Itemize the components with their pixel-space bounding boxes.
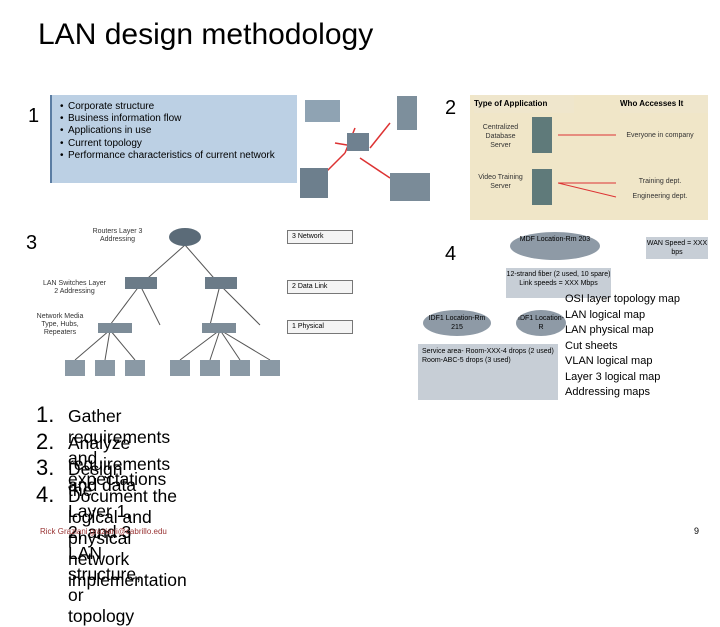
step-number: 2. bbox=[36, 428, 55, 454]
pc-icon bbox=[170, 360, 190, 376]
server-icon bbox=[532, 169, 552, 205]
step-number: 3. bbox=[36, 455, 55, 480]
requirement-item: Business information flow bbox=[60, 113, 297, 125]
idf-node: IDF1 Location-Rm 215 bbox=[423, 310, 491, 336]
wan-box: WAN Speed = XXX bps bbox=[646, 237, 708, 259]
router-icon bbox=[169, 228, 201, 246]
footer-author: Rick Graziani graziani@cabrillo.edu bbox=[40, 527, 167, 536]
computer-icon bbox=[347, 133, 369, 151]
media-label: Network Media Type, Hubs, Repeaters bbox=[36, 313, 84, 336]
documentation-diagram: MDF Location-Rm 203 WAN Speed = XXX bps … bbox=[418, 232, 713, 400]
switch-icon bbox=[125, 277, 157, 289]
requirement-item: Corporate structure bbox=[60, 101, 297, 113]
layer-1-box: 1 Physical bbox=[287, 320, 353, 334]
pc-icon bbox=[65, 360, 85, 376]
pc-icon bbox=[260, 360, 280, 376]
switches-label: LAN Switches Layer 2 Addressing bbox=[42, 280, 107, 295]
pc-icon bbox=[230, 360, 250, 376]
server-icon bbox=[397, 96, 417, 130]
documentation-list: OSI layer topology map LAN logical map L… bbox=[565, 292, 680, 401]
doc-item: Layer 3 logical map bbox=[565, 370, 661, 383]
requirements-box: Corporate structure Business information… bbox=[50, 95, 297, 183]
step-number: 4. bbox=[36, 481, 55, 507]
access-group: Engineering dept. bbox=[632, 193, 688, 200]
network-devices-illustration bbox=[300, 96, 430, 201]
step-text: Gather requirements and expectations bbox=[68, 406, 171, 489]
application-table: Type of Application Who Accesses It Cent… bbox=[470, 95, 708, 220]
layer-3-box: 3 Network bbox=[287, 230, 353, 244]
doc-item: VLAN logical map bbox=[565, 355, 653, 367]
hub-icon bbox=[202, 323, 236, 333]
requirement-item: Performance characteristics of current n… bbox=[60, 150, 297, 162]
switch-icon bbox=[205, 277, 237, 289]
fiber-box: 12-strand fiber (2 used, 10 spare) Link … bbox=[506, 268, 611, 298]
workstation-icon bbox=[390, 173, 430, 201]
step-text: Document the logical and physical networ… bbox=[68, 485, 187, 590]
idf-node: IDF1 Location-R bbox=[516, 310, 566, 336]
access-group: Everyone in company bbox=[626, 132, 694, 139]
step-number-4: 4 bbox=[445, 243, 457, 265]
layer-2-box: 2 Data Link bbox=[287, 280, 353, 294]
service-area-box: Service area- Room-XXX-4 drops (2 used) … bbox=[418, 344, 558, 400]
doc-item: Addressing maps bbox=[565, 386, 650, 398]
step-number-3: 3 bbox=[26, 232, 38, 254]
doc-item: Cut sheets bbox=[565, 339, 618, 352]
pc-icon bbox=[95, 360, 115, 376]
step-text: Analyze requirements and data bbox=[68, 432, 171, 495]
doc-item: LAN logical map bbox=[565, 308, 646, 321]
pc-icon bbox=[200, 360, 220, 376]
requirement-item: Current topology bbox=[60, 138, 297, 150]
topology-diagram bbox=[65, 228, 280, 376]
app-name: Video Training Server bbox=[478, 174, 523, 190]
slide-title: LAN design methodology bbox=[38, 18, 374, 51]
requirement-item: Applications in use bbox=[60, 125, 297, 137]
access-group: Training dept. bbox=[638, 178, 682, 185]
routers-label: Routers Layer 3 Addressing bbox=[92, 228, 143, 243]
step-number: 1. bbox=[36, 402, 55, 427]
pc-icon bbox=[125, 360, 145, 376]
app-type-header: Type of Application bbox=[474, 95, 574, 113]
mainframe-icon bbox=[300, 168, 328, 198]
hub-icon bbox=[98, 323, 132, 333]
access-header: Who Accesses It bbox=[620, 95, 708, 113]
step-number-1: 1 bbox=[28, 105, 40, 127]
mdf-node: MDF Location-Rm 203 bbox=[510, 232, 600, 260]
step-number-2: 2 bbox=[445, 97, 457, 119]
server-icon bbox=[532, 117, 552, 153]
page-number: 9 bbox=[694, 526, 700, 536]
doc-item: LAN physical map bbox=[565, 324, 654, 336]
app-name: Centralized Database Server bbox=[482, 124, 519, 149]
doc-item: OSI layer topology map bbox=[565, 293, 680, 305]
printer-icon bbox=[305, 100, 340, 122]
